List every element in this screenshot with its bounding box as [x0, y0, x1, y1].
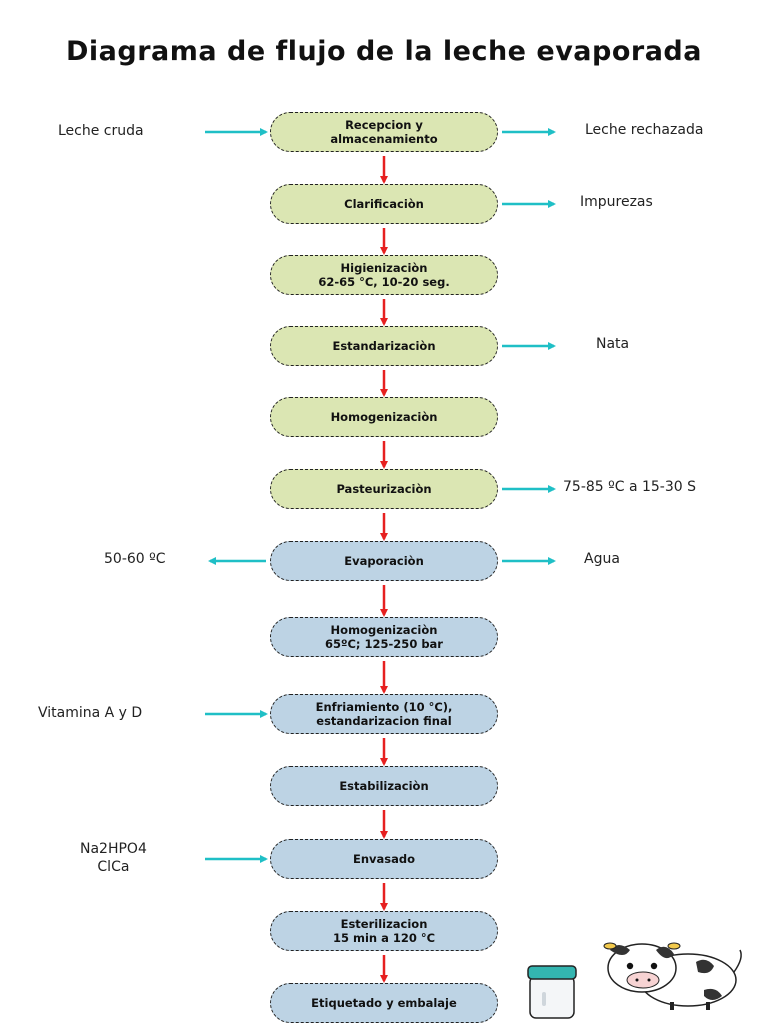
output-label-nata: Nata [596, 336, 630, 352]
step-estabilizacio-n: Estabilizaciòn [270, 766, 498, 806]
step-recepcion-y: Recepcion y almacenamiento [270, 112, 498, 152]
step-higienizacio-n: Higienizaciòn 62-65 °C, 10-20 seg. [270, 255, 498, 295]
input-label-vitamina-a-y-d: Vitamina A y D [38, 705, 143, 721]
output-label-impurezas: Impurezas [580, 194, 653, 210]
output-label-75-85-c-a-15-30-s: 75-85 ºC a 15-30 S [563, 479, 696, 495]
input-label-leche-cruda: Leche cruda [58, 123, 144, 139]
output-label-leche-rechazada: Leche rechazada [585, 122, 704, 138]
step-evaporacio-n: Evaporaciòn [270, 541, 498, 581]
cow-icon [603, 942, 742, 1010]
step-clarificacio-n: Clarificaciòn [270, 184, 498, 224]
output-label-agua: Agua [584, 551, 620, 567]
step-envasado: Envasado [270, 839, 498, 879]
step-estandarizacio-n: Estandarizaciòn [270, 326, 498, 366]
diagram-title: Diagrama de flujo de la leche evaporada [66, 36, 702, 67]
step-esterilizacion: Esterilizacion 15 min a 120 °C [270, 911, 498, 951]
milk-jar-icon [527, 965, 577, 1019]
step-etiquetado-y-embalaje: Etiquetado y embalaje [270, 983, 498, 1023]
step-enfriamiento-10-c: Enfriamiento (10 °C), estandarizacion fi… [270, 694, 498, 734]
step-pasteurizacio-n: Pasteurizaciòn [270, 469, 498, 509]
input-label-na2hpo4-clca: Na2HPO4 ClCa [80, 841, 147, 875]
output-label-50-60-c: 50-60 ºC [104, 551, 166, 567]
step-homogenizacio-n: Homogenizaciòn [270, 397, 498, 437]
step-homogenizacio-n: Homogenizaciòn 65ºC; 125-250 bar [270, 617, 498, 657]
